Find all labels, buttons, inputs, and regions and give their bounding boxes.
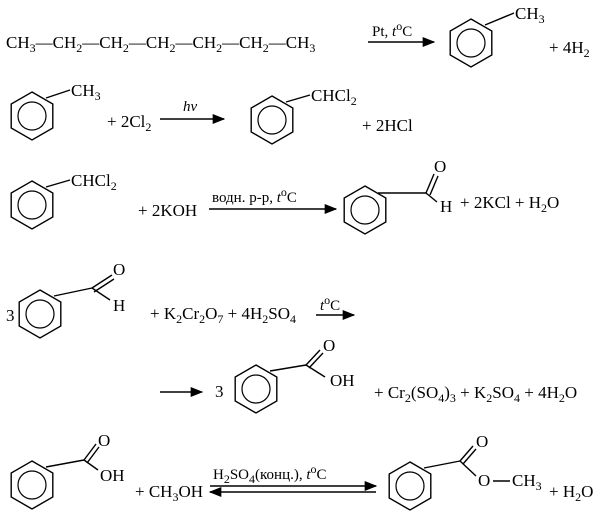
product-coefficient-label: 3 [215, 382, 224, 401]
byproduct-label: + 2KCl + H2O [460, 193, 559, 215]
benzene-ring [10, 180, 54, 230]
carbonyl-bond [459, 445, 474, 462]
methyl-bond [45, 89, 71, 99]
substituent-label: CHCl2 [311, 86, 357, 108]
reaction-4: 3 O H + K2Cr2O7 + 4H2SO4 toC 3 O OH + Cr… [6, 260, 577, 414]
oxygen-label: O [323, 336, 335, 355]
ester-bond [423, 460, 461, 469]
carbonyl-bond [83, 443, 97, 461]
carbonyl-bond [308, 352, 324, 369]
h-bond [91, 287, 111, 301]
benzene-ring [10, 91, 54, 141]
benzene-ring [234, 364, 278, 414]
oh-bond [83, 459, 99, 471]
oh-bond [305, 364, 326, 378]
hydroxyl-label: OH [330, 371, 355, 390]
ester-oxygen-label: O [478, 471, 490, 490]
benzene-ring [388, 461, 432, 511]
reagent-label: + 2KOH [138, 201, 197, 220]
arrow-condition: toC [320, 293, 340, 314]
reagent-label: + CH3OH [135, 482, 203, 504]
reaction-3: CHCl2 + 2KOH водн. р-р, toC O H + 2KCl +… [10, 157, 559, 235]
heptane-formula: CH3—CH2—CH2—CH2—CH2—CH2—CH3 [6, 33, 315, 55]
benzene-ring [449, 18, 493, 68]
reaction-5: O OH + CH3OH H2SO4(конц.), toC O O CH3 +… [10, 431, 593, 511]
byproduct-label: + Cr2(SO4)3 + K2SO4 + 4H2O [374, 383, 577, 405]
hydrogen-label: H [113, 296, 125, 315]
substituent-bond [285, 94, 311, 103]
benzene-ring [10, 460, 54, 510]
arrow-condition: водн. р-р, toC [212, 185, 297, 206]
methyl-bond [484, 12, 515, 26]
reagent-label: + 2Cl2 [107, 112, 151, 134]
carbonyl-bond [305, 349, 321, 366]
carbonyl-bond [93, 278, 115, 293]
substituent-bond [45, 179, 71, 188]
carbonyl-bond [462, 448, 477, 465]
aldehyde-bond [53, 287, 93, 297]
carbonyl-bond [425, 173, 435, 194]
substituent-label: CH3 [71, 81, 101, 103]
substituent-label: CH3 [515, 4, 545, 26]
ester-oxygen-bond [459, 460, 477, 477]
oxygen-label: O [476, 432, 488, 451]
arrow-condition: Pt, toC [372, 19, 412, 40]
benzene-ring [18, 289, 62, 339]
hydrogen-label: H [440, 197, 452, 216]
arrow-condition: hv [183, 99, 198, 115]
byproduct-label: + 2HCl [362, 116, 413, 135]
byproduct-label: + H2O [549, 482, 593, 504]
arrow-condition: H2SO4(конц.), toC [213, 462, 327, 486]
benzene-ring [250, 95, 294, 145]
carbonyl-bond [86, 446, 100, 464]
substituent-label: CHCl2 [71, 171, 117, 193]
methyl-label: CH3 [512, 471, 542, 493]
coefficient-label: 3 [6, 306, 15, 325]
reagent-label: + K2Cr2O7 + 4H2SO4 [150, 304, 296, 326]
byproduct-label: + 4H2 [549, 38, 590, 60]
carbonyl-bond [429, 175, 439, 196]
hydroxyl-label: OH [100, 466, 125, 485]
carboxyl-bond [45, 459, 85, 468]
reaction-2: CH3 + 2Cl2 hv CHCl2 + 2HCl [10, 81, 413, 145]
oxygen-label: O [434, 157, 446, 176]
carboxyl-bond [269, 364, 307, 372]
h-bond [425, 192, 438, 203]
reaction-1: CH3—CH2—CH2—CH2—CH2—CH2—CH3 Pt, toC CH3 … [6, 4, 590, 68]
carbonyl-bond [91, 274, 113, 289]
oxygen-label: O [113, 260, 125, 279]
oxygen-label: O [98, 431, 110, 450]
